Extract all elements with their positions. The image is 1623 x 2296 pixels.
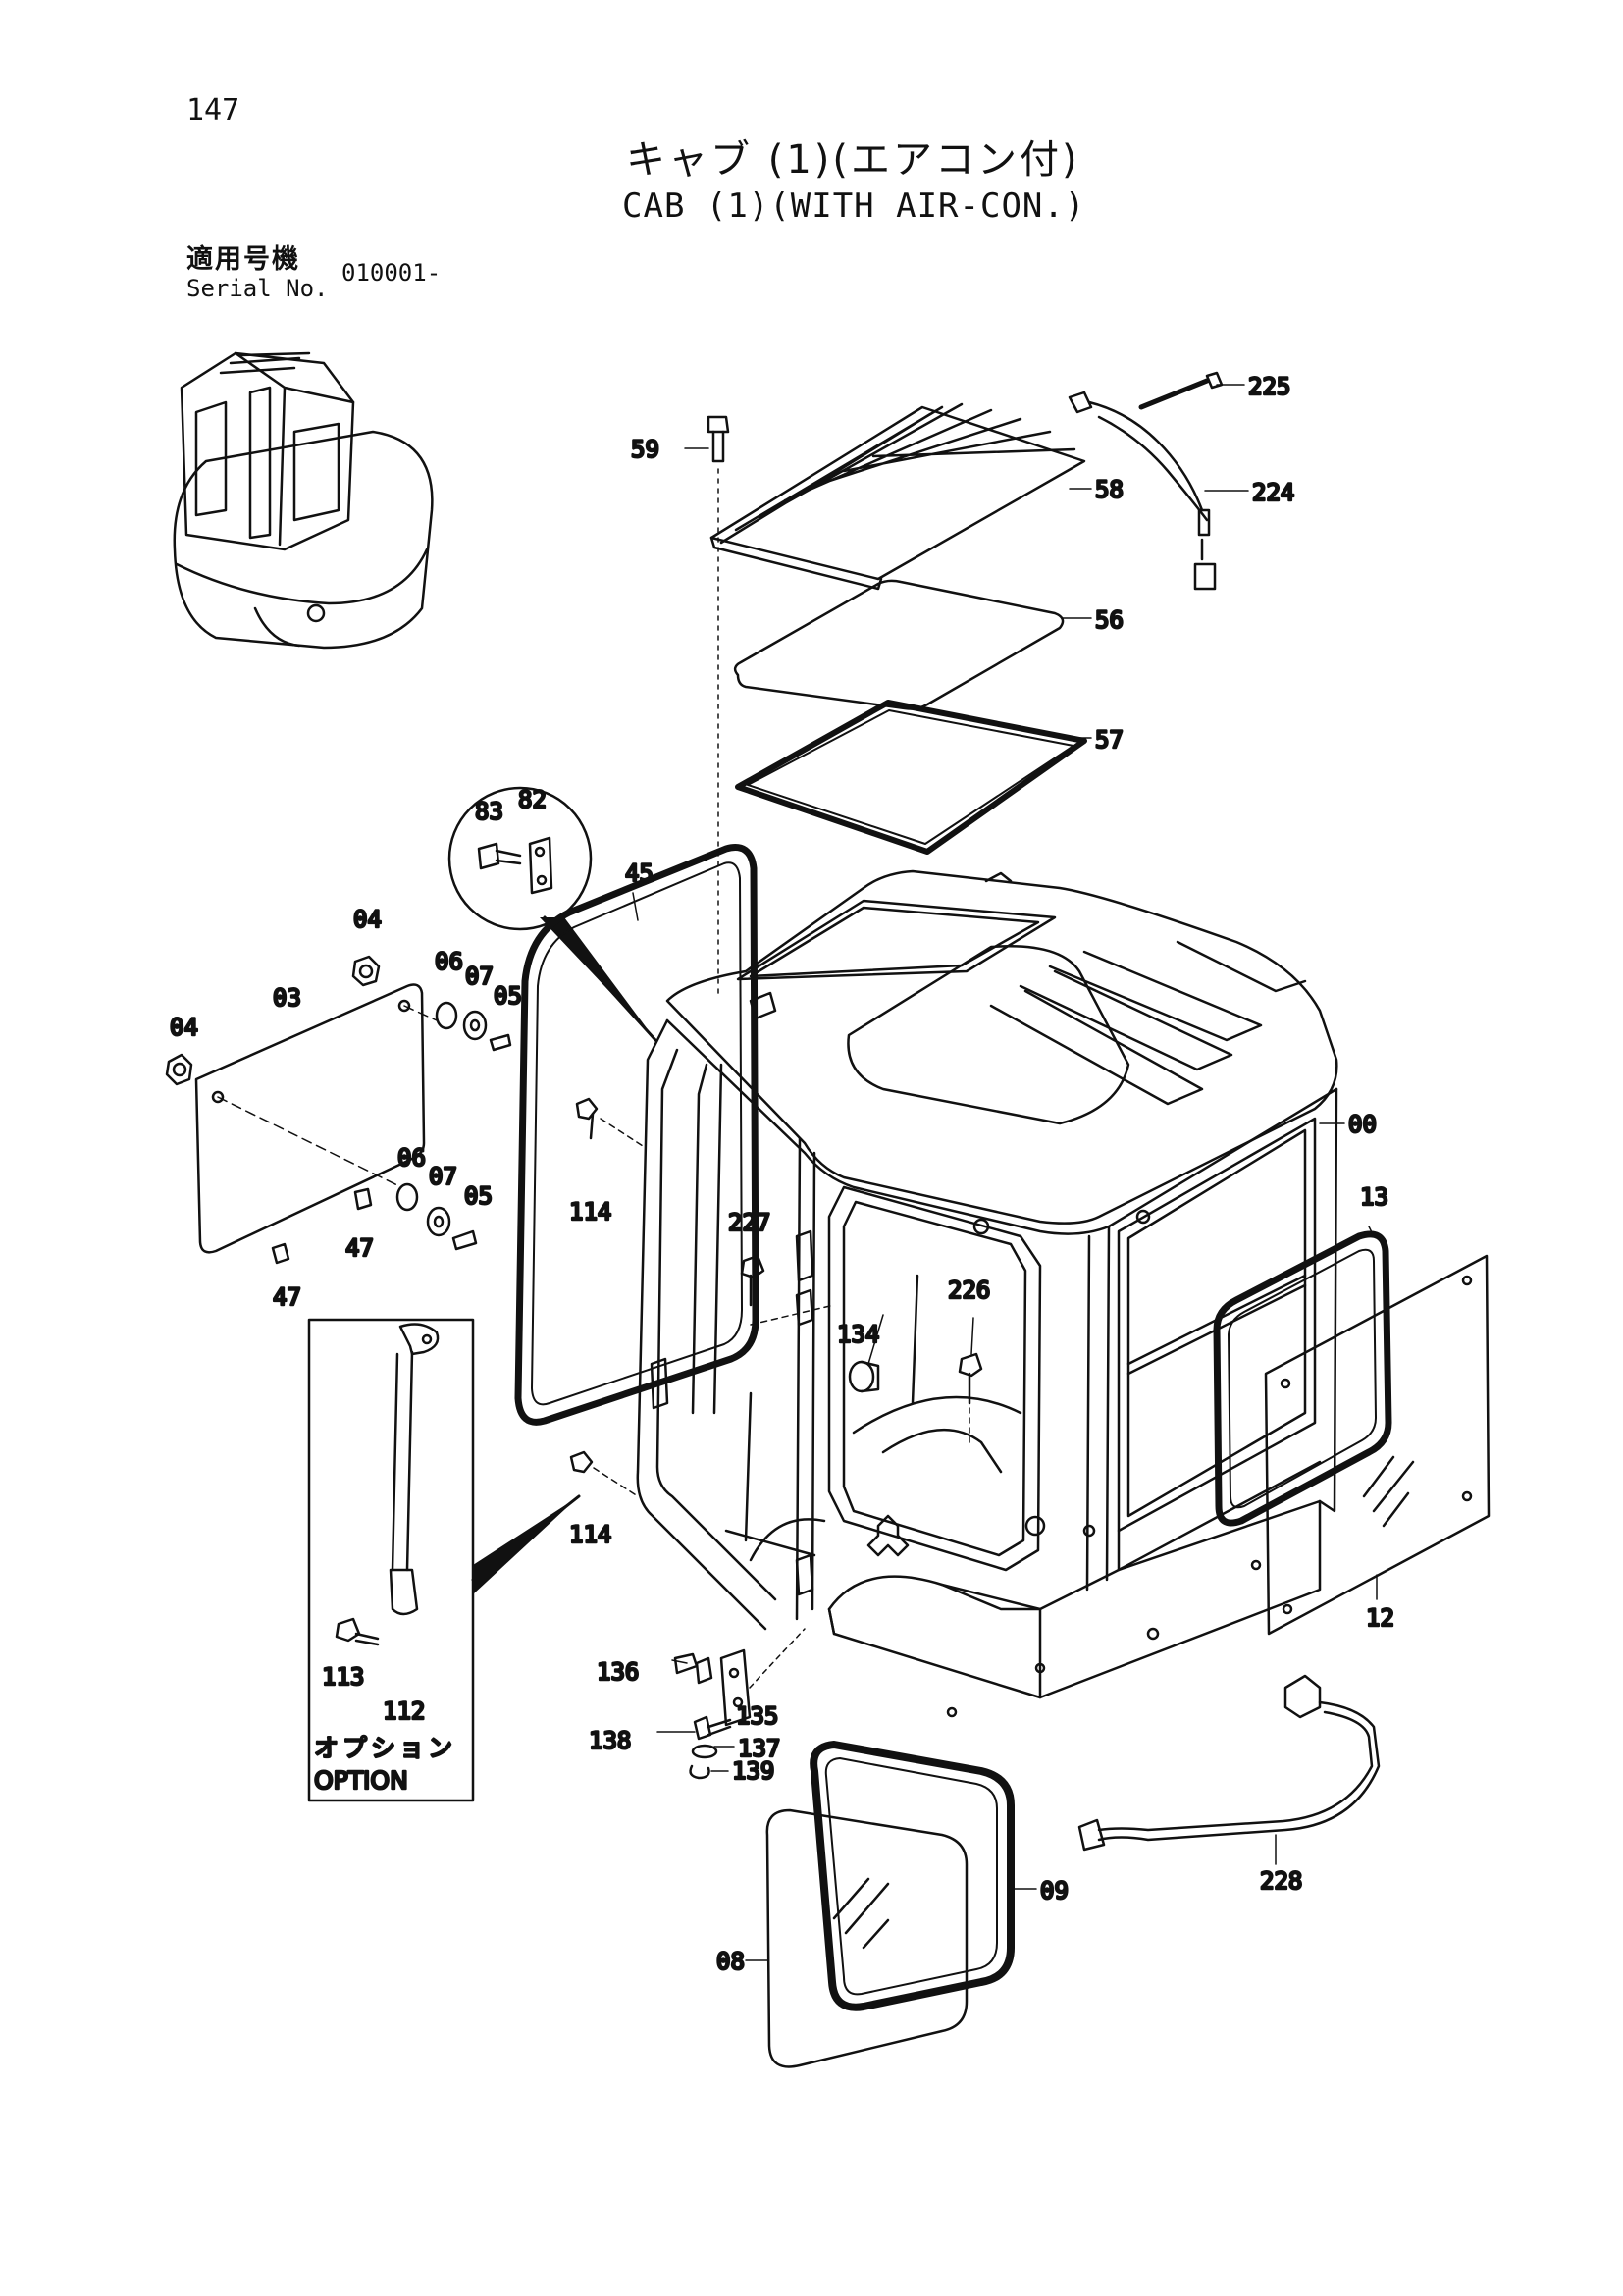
machine-thumbnail <box>173 351 434 650</box>
callout-04-upper: 04 <box>353 906 382 933</box>
callout-57: 57 <box>1095 726 1124 754</box>
nut-04-lower <box>165 1053 193 1086</box>
clip-47-upper <box>353 1187 373 1211</box>
option-box <box>307 1318 581 1802</box>
callout-82: 82 <box>518 786 547 813</box>
serial-label-english: Serial No. <box>186 275 329 302</box>
bolt-59 <box>707 415 730 997</box>
callout-114-upper: 114 <box>569 1198 611 1226</box>
hardware-06-07-05-upper <box>435 1001 512 1052</box>
callout-228: 228 <box>1260 1867 1302 1895</box>
callout-47-lower: 47 <box>273 1283 301 1311</box>
nut-04-upper <box>351 955 381 987</box>
callout-09: 09 <box>1040 1877 1069 1905</box>
callout-224: 224 <box>1252 479 1294 506</box>
callout-58: 58 <box>1095 476 1124 503</box>
callout-137: 137 <box>738 1735 780 1762</box>
leader-lines <box>632 384 1378 1961</box>
callout-04-lower: 04 <box>170 1014 198 1041</box>
option-label-japanese: オプション <box>314 1734 456 1762</box>
callout-139: 139 <box>732 1757 774 1785</box>
callout-225: 225 <box>1248 373 1290 400</box>
callout-06-upper: 06 <box>435 948 463 975</box>
callout-00: 00 <box>1348 1111 1377 1138</box>
callout-12: 12 <box>1366 1604 1394 1632</box>
harness-228 <box>1077 1674 1381 1852</box>
window-seal-13 <box>1213 1230 1392 1527</box>
top-seal-57 <box>735 700 1087 855</box>
callout-138: 138 <box>589 1727 631 1754</box>
page-number: 147 <box>186 93 240 128</box>
cable-tie-225 <box>1138 371 1224 410</box>
callout-59: 59 <box>631 436 659 463</box>
pin-114-upper <box>575 1097 644 1147</box>
callout-13: 13 <box>1360 1183 1388 1211</box>
serial-number-value: 010001- <box>341 259 442 287</box>
callout-113: 113 <box>322 1663 364 1691</box>
top-guard-58 <box>709 402 1086 591</box>
callout-134: 134 <box>837 1321 879 1348</box>
cab-body-00 <box>636 869 1338 1718</box>
serial-label-japanese: 適用号機 <box>186 244 300 275</box>
callout-08: 08 <box>716 1948 745 1975</box>
callout-83: 83 <box>475 798 503 825</box>
hardware-06-07-05-lower <box>395 1182 478 1251</box>
option-label-english: OPTION <box>314 1766 408 1795</box>
callout-47-upper: 47 <box>345 1234 374 1262</box>
callout-05-upper: 05 <box>494 982 522 1010</box>
callout-227: 227 <box>728 1209 770 1236</box>
callout-07-lower: 07 <box>429 1163 457 1190</box>
callout-112: 112 <box>383 1697 425 1725</box>
callout-136: 136 <box>597 1658 639 1686</box>
pin-114-lower <box>569 1450 639 1497</box>
detail-bracket-82-83 <box>447 786 657 1042</box>
rear-glass-12 <box>1264 1254 1491 1636</box>
callout-114-lower: 114 <box>569 1521 611 1548</box>
door-seal-45 <box>514 844 759 1426</box>
title-japanese: キャブ (1)(エアコン付) <box>626 137 1080 183</box>
callout-135: 135 <box>736 1702 778 1730</box>
callout-45: 45 <box>625 860 654 887</box>
side-panel-03 <box>194 983 438 1254</box>
callout-06-lower: 06 <box>397 1144 426 1172</box>
clip-47-lower <box>271 1242 290 1265</box>
callout-226: 226 <box>948 1277 990 1304</box>
callout-03: 03 <box>273 984 301 1012</box>
callout-56: 56 <box>1095 606 1124 634</box>
door-lock-hardware-135-139 <box>673 1628 806 1780</box>
harness-224 <box>1068 391 1217 591</box>
top-window-glass-56 <box>733 579 1065 710</box>
door-glass-08 <box>765 1808 969 2068</box>
callout-07-upper: 07 <box>465 963 494 990</box>
title-english: CAB (1)(WITH AIR-CON.) <box>622 186 1086 226</box>
callout-05-lower: 05 <box>464 1182 493 1210</box>
door-seal-09 <box>810 1741 1015 2011</box>
